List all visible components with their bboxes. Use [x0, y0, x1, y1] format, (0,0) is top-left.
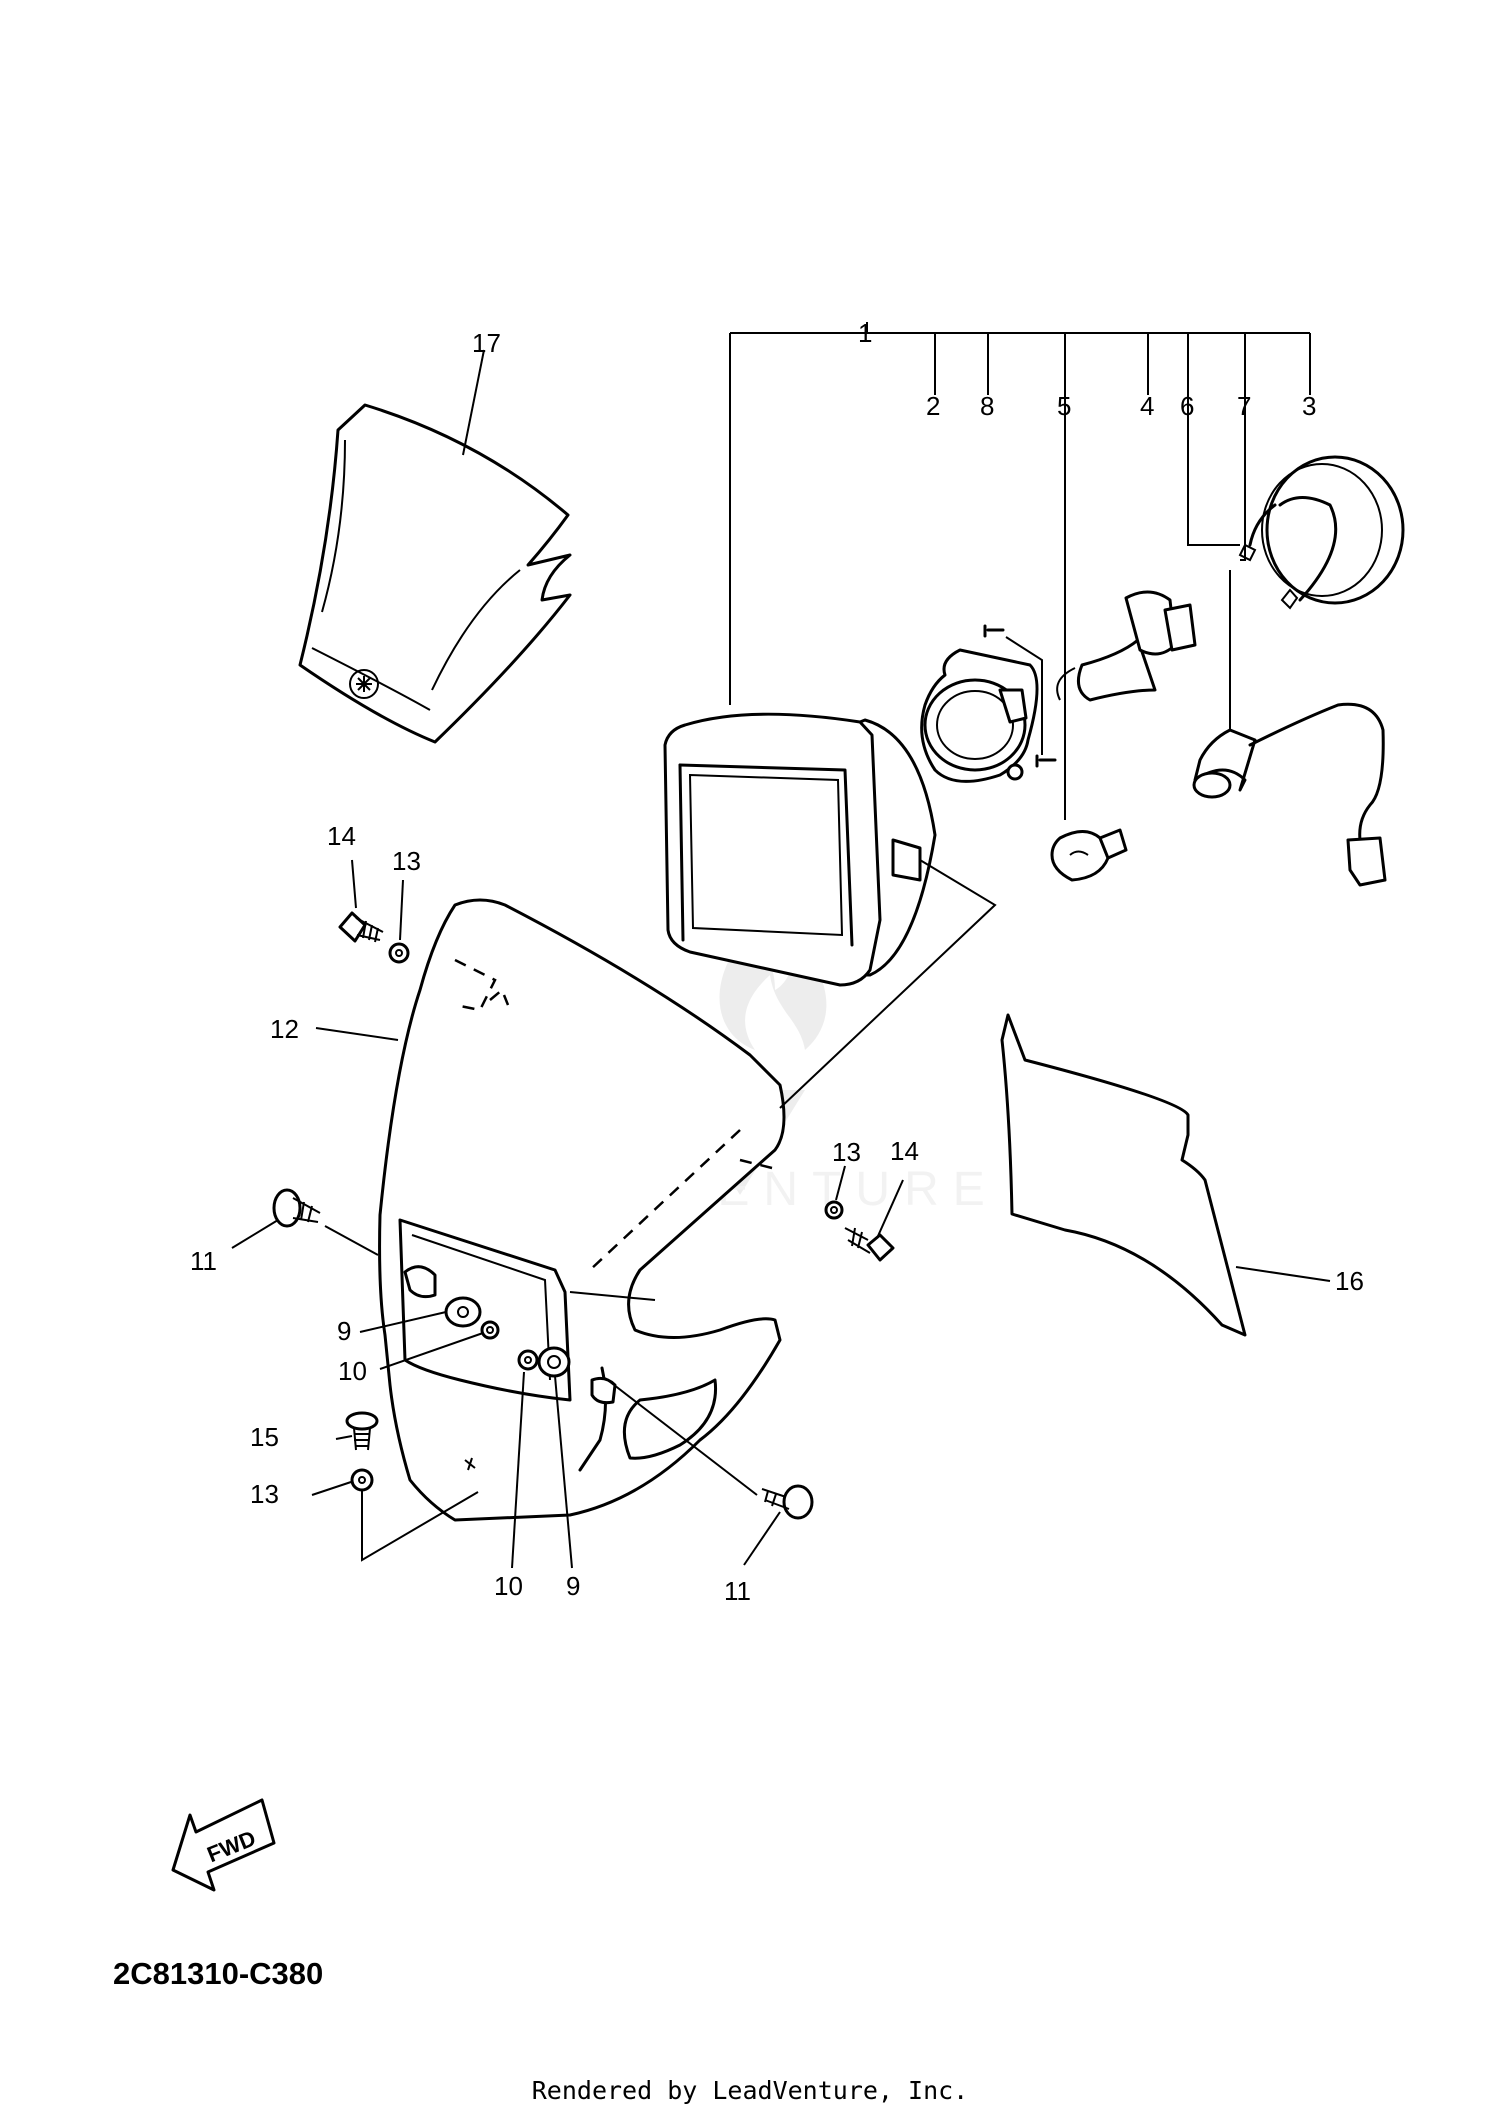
part-14-bolt-top — [338, 911, 384, 943]
callout-6: 6 — [1180, 391, 1194, 421]
part-3-rear-cover — [1238, 455, 1405, 610]
callout-11-right: 11 — [724, 1576, 751, 1606]
callout-4: 4 — [1140, 391, 1154, 421]
part-11-screw-left — [272, 1188, 321, 1228]
part-12-headlight-cowl — [378, 898, 786, 1522]
part-1-headlight-unit — [663, 712, 937, 987]
part-16-panel — [1000, 1013, 1247, 1337]
part-1-bracket-lines — [729, 322, 1311, 705]
callout-10-left: 10 — [338, 1356, 367, 1386]
part-5-small-bulb — [1050, 395, 1128, 882]
part-9-grommet-left — [444, 1296, 482, 1328]
callout-13-right: 13 — [832, 1137, 861, 1167]
part-4-halogen-bulb — [1056, 590, 1197, 702]
leader-lines — [231, 349, 1331, 1569]
part-2-socket-ring — [920, 648, 1039, 783]
callout-9-bottom: 9 — [566, 1571, 580, 1601]
callout-5: 5 — [1057, 391, 1071, 421]
part-9-grommet-right — [537, 1346, 571, 1378]
headlight-mount-line — [779, 859, 997, 1109]
part-11-screw-right — [761, 1484, 814, 1520]
callout-8: 8 — [980, 391, 994, 421]
callout-labels: 1 2 8 5 4 6 7 3 17 14 13 12 11 9 10 15 1… — [190, 318, 1364, 1606]
part-10-collar-left — [480, 1320, 500, 1340]
part-13-washer-right — [824, 1200, 844, 1220]
callout-9-left: 9 — [337, 1316, 351, 1346]
diagram-code: 2C81310-C380 — [113, 1956, 324, 1991]
callout-13-left: 13 — [250, 1479, 279, 1509]
part-17-visor — [298, 403, 572, 744]
part-10-collar-right — [517, 1349, 539, 1371]
part-13-washer-top — [388, 942, 410, 964]
callout-3: 3 — [1302, 391, 1316, 421]
fwd-arrow-icon: FWD — [171, 1798, 276, 1892]
callout-17: 17 — [472, 328, 501, 358]
callout-13-top: 13 — [392, 846, 421, 876]
part-8-clip — [983, 624, 1057, 768]
part-14-bolt-right — [844, 1227, 895, 1262]
part-15-screw — [345, 1411, 379, 1451]
part-6-socket-harness — [1187, 395, 1387, 887]
rendered-by-footer: Rendered by LeadVenture, Inc. — [531, 2076, 969, 2105]
callout-2: 2 — [926, 391, 940, 421]
callout-14-top: 14 — [327, 821, 356, 851]
callout-14-right: 14 — [890, 1136, 919, 1166]
callout-1: 1 — [858, 318, 872, 348]
callout-11-left: 11 — [190, 1246, 217, 1276]
yamaha-logo-icon — [349, 669, 379, 699]
callout-7: 7 — [1237, 391, 1251, 421]
callout-16: 16 — [1335, 1266, 1364, 1296]
callout-15: 15 — [250, 1422, 279, 1452]
part-13-washer-left — [350, 1468, 374, 1492]
callout-10-bottom: 10 — [494, 1571, 523, 1601]
callout-12: 12 — [270, 1014, 299, 1044]
